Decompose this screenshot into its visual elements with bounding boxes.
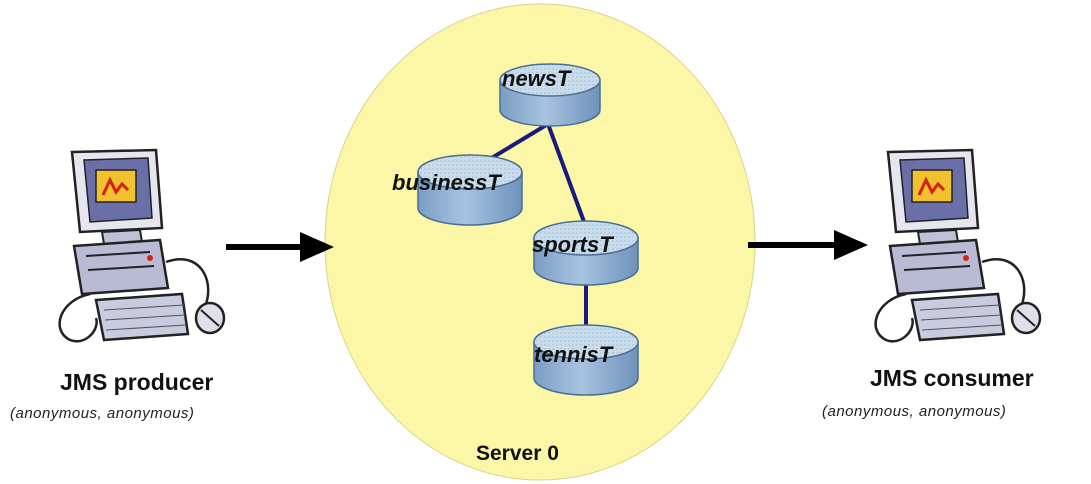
- consumer-subtitle: (anonymous, anonymous): [822, 403, 1006, 420]
- producer-subtitle: (anonymous, anonymous): [10, 405, 194, 422]
- link-news-sports: [546, 123, 592, 239]
- topic-tennis-label: tennisT: [534, 342, 614, 367]
- producer-title: JMS producer: [60, 369, 213, 395]
- topic-business-label: businessT: [392, 170, 502, 195]
- topic-links: [483, 122, 592, 330]
- topic-sports-cylinder: [533, 220, 639, 286]
- topic-tennis-cylinder: [533, 324, 639, 396]
- consumer-title: JMS consumer: [870, 365, 1034, 391]
- server-to-consumer-arrow: [748, 230, 868, 260]
- link-news-business: [483, 122, 550, 164]
- consumer-computer-icon: [874, 148, 1042, 343]
- topic-news-cylinder: [499, 63, 601, 127]
- topic-sports-label: sportsT: [532, 232, 614, 257]
- server-label: Server 0: [476, 442, 559, 465]
- topic-news-label: newsT: [502, 66, 572, 91]
- topic-business-cylinder: [417, 154, 523, 226]
- producer-computer-icon: [58, 148, 226, 343]
- producer-to-server-arrow: [226, 232, 334, 262]
